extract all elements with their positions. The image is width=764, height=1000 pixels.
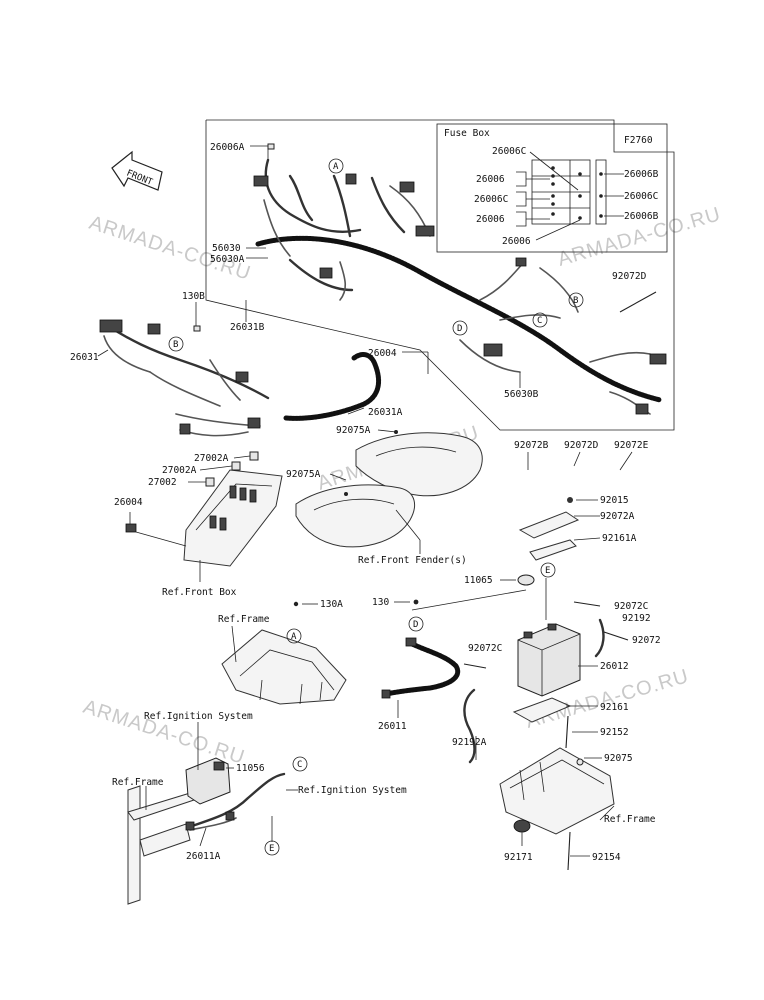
callout-b-left	[168, 336, 184, 352]
svg-text:E: E	[269, 844, 274, 854]
battery-bracket	[499, 715, 615, 871]
ref-ignition-system: Ref.Ignition System	[298, 785, 407, 796]
strap-92072d	[619, 291, 657, 313]
part-label: 26004	[368, 348, 397, 359]
ref-frame: Ref.Frame	[218, 614, 270, 625]
part-label: 26006B	[624, 169, 659, 180]
part-label: 27002	[148, 477, 177, 488]
part-label: 92075A	[286, 469, 321, 480]
part-label: 26031B	[230, 322, 265, 333]
harness-26031	[99, 319, 270, 437]
part-label: 92075	[604, 753, 633, 764]
svg-text:A: A	[333, 162, 339, 172]
part-label: 56030	[212, 243, 241, 254]
ref-ignition-system: Ref.Ignition System	[144, 711, 253, 722]
fuse-box-title: Fuse Box	[444, 128, 490, 139]
part-label: 26006	[476, 174, 505, 185]
callout-e	[540, 562, 556, 578]
part-label: 26031A	[368, 407, 403, 418]
part-label: 92072C	[614, 601, 648, 612]
callout-c-ignition	[292, 756, 308, 772]
harness-26031a	[283, 352, 398, 434]
main-wiring-harness	[253, 143, 667, 415]
part-label: 56030B	[504, 389, 539, 400]
fuse-box-frame	[436, 123, 668, 253]
part-label: 92072	[632, 635, 661, 646]
part-label: 26006	[476, 214, 505, 225]
part-label: 26011A	[186, 851, 221, 862]
part-label: 130A	[320, 599, 343, 610]
part-label: 92015	[600, 495, 629, 506]
part-label: 26006C	[474, 194, 508, 205]
part-label: 92152	[600, 727, 629, 738]
callout-b	[568, 292, 584, 308]
reference-labels: Ref.Front Fender(s) Ref.Front Box Ref.Fr…	[112, 555, 656, 825]
callout-c	[532, 312, 548, 328]
battery-assembly	[463, 497, 629, 764]
part-label: 26006C	[624, 191, 658, 202]
part-label: 92161A	[602, 533, 637, 544]
part-label: 92192A	[452, 737, 487, 748]
part-label: 92072C	[468, 643, 502, 654]
part-label: 92161	[600, 702, 629, 713]
svg-text:C: C	[297, 760, 302, 770]
part-label: 92072D	[564, 440, 599, 451]
callout-d	[452, 320, 468, 336]
callout-circles: A B C D B E A D C E	[168, 158, 584, 856]
main-harness-outline	[205, 119, 675, 431]
part-label: 26004	[114, 497, 143, 508]
part-label: 92072D	[612, 271, 647, 282]
callout-a	[328, 158, 344, 174]
svg-text:C: C	[537, 316, 542, 326]
part-label: 92072A	[600, 511, 635, 522]
part-label: 130	[372, 597, 389, 608]
part-label: 26031	[70, 352, 99, 363]
leader-lines	[97, 145, 633, 857]
ref-front-box: Ref.Front Box	[162, 587, 237, 598]
part-labels: 26006A 26006C 26006 26006C 26006 26006 2…	[70, 142, 661, 863]
ignition-frame	[127, 757, 286, 905]
part-label: 92072E	[614, 440, 649, 451]
part-label: 56030A	[210, 254, 245, 265]
part-label: 26006C	[492, 146, 526, 157]
svg-text:A: A	[291, 632, 297, 642]
callout-d-cable	[408, 616, 424, 632]
fuse-box	[516, 151, 624, 241]
svg-text:B: B	[573, 296, 578, 306]
callout-a-frame	[286, 628, 302, 644]
part-label: 27002A	[194, 453, 229, 464]
part-label: 11056	[236, 763, 265, 774]
svg-text:D: D	[413, 620, 418, 630]
svg-text:E: E	[545, 566, 550, 576]
part-label: 27002A	[162, 465, 197, 476]
front-box	[125, 451, 283, 567]
part-label: 130B	[182, 291, 205, 302]
frame-middle	[221, 601, 347, 705]
figure-code: F2760	[624, 135, 653, 146]
part-label: 26012	[600, 661, 629, 672]
watermark-text: ARMADA-CO.RU	[80, 696, 247, 769]
part-label: 92154	[592, 852, 621, 863]
part-label: 92075A	[336, 425, 371, 436]
part-label: 92171	[504, 852, 533, 863]
front-fenders	[295, 432, 483, 548]
part-label: 92072B	[514, 440, 549, 451]
part-label: 26006	[502, 236, 531, 247]
callout-e-ignition	[264, 840, 280, 856]
part-label: 26011	[378, 721, 407, 732]
ref-frame: Ref.Frame	[112, 777, 164, 788]
ref-frame: Ref.Frame	[604, 814, 656, 825]
front-direction-arrow: FRONT	[111, 150, 163, 191]
part-label: 92192	[622, 613, 651, 624]
part-label: 26006B	[624, 211, 659, 222]
svg-text:B: B	[173, 340, 178, 350]
ref-front-fender: Ref.Front Fender(s)	[358, 555, 467, 566]
part-label: 26006A	[210, 142, 245, 153]
part-label: 11065	[464, 575, 493, 586]
svg-text:D: D	[457, 324, 462, 334]
cable-26011	[381, 599, 461, 699]
